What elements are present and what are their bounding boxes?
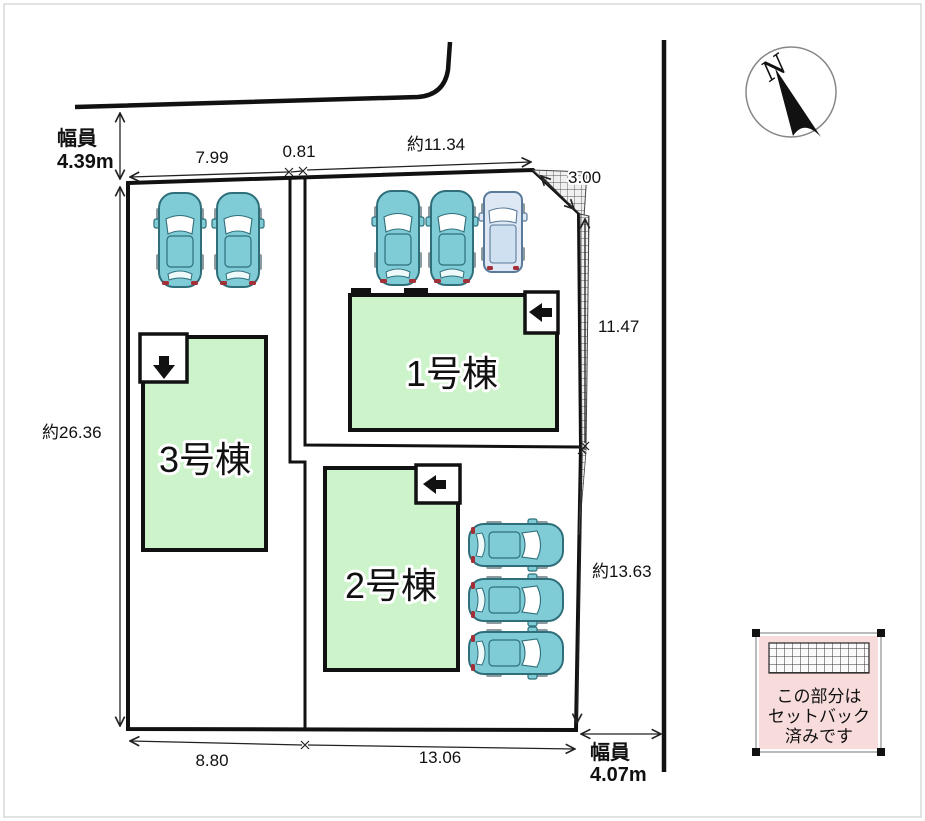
car-icon <box>468 626 564 680</box>
legend-handle <box>877 748 885 756</box>
road-edge-top <box>74 41 453 110</box>
car-icon <box>371 190 425 286</box>
dim-bottom2-value: 13.06 <box>419 748 462 767</box>
road-lines <box>74 40 667 772</box>
dim-top-799: 7.99 <box>130 146 294 177</box>
dim-left-2636: 約26.36 <box>42 187 120 726</box>
parcel-boundary-left <box>288 179 307 730</box>
dim-corner-300: 3.00 <box>541 166 603 209</box>
car-icon <box>468 573 564 627</box>
legend-hatch-swatch <box>768 642 870 674</box>
road-width-right-label: 幅員 <box>590 741 630 764</box>
car-icon <box>425 190 479 286</box>
dim-right2-value: 約13.63 <box>592 562 652 581</box>
legend-text-line1: この部分は <box>777 687 862 706</box>
dim-bottom-1306: 13.06 <box>307 745 575 767</box>
north-compass: N <box>745 46 837 138</box>
dimensions: 幅員 4.39m 7.99 0.81 約11.34 3.00 11.47 <box>42 113 661 786</box>
dim-top-1134: 約11.34 <box>306 133 531 171</box>
dim-road-width-right: 幅員 4.07m <box>581 734 661 786</box>
page-border <box>3 3 922 818</box>
legend-text-line3: 済みです <box>785 727 853 746</box>
legend-handle <box>877 629 885 637</box>
van-icon <box>478 191 528 273</box>
legend-frame <box>755 632 882 753</box>
dim-top1-value: 7.99 <box>195 148 228 167</box>
car-icon <box>468 518 564 572</box>
road-width-right-value: 4.07m <box>590 764 647 786</box>
dim-right-1363: 約13.63 <box>577 445 652 723</box>
parcel-boundaries <box>288 178 581 730</box>
road-width-top-label: 幅員 <box>57 127 97 150</box>
dim-bottom-880: 8.80 <box>130 741 310 770</box>
car-icon <box>211 192 265 288</box>
building-1-porch-tab <box>351 288 371 296</box>
building-1-label: 1号棟 <box>406 353 498 394</box>
road-width-top-value: 4.39m <box>57 151 114 173</box>
dim-bottom1-value: 8.80 <box>195 751 228 770</box>
building-1-porch-tab2 <box>404 288 428 296</box>
setback-legend: この部分は セットバック 済みです <box>752 629 885 756</box>
entrance-arrow-icon <box>423 475 446 494</box>
legend-handle <box>752 629 760 637</box>
dim-top2-value: 0.81 <box>282 142 315 161</box>
legend-handle <box>752 748 760 756</box>
entrance-arrow-icon <box>529 303 552 322</box>
dim-top3-value: 約11.34 <box>407 135 465 154</box>
entrance-arrow-icon <box>153 356 175 379</box>
building-3-label: 3号棟 <box>159 439 251 480</box>
dim-corner-value: 3.00 <box>568 168 601 187</box>
building-3: 3号棟 <box>138 332 268 552</box>
building-1: 1号棟 <box>348 288 560 432</box>
building-1-entrance-notch <box>523 290 560 335</box>
building-1-footprint <box>348 293 559 432</box>
dim-top-081: 0.81 <box>280 140 318 176</box>
north-arrow-icon <box>775 68 821 137</box>
dim-right-1147: 11.47 <box>581 219 639 451</box>
building-2-label: 2号棟 <box>345 565 437 606</box>
parcel-boundary-upper <box>303 178 581 449</box>
building-2: 2号棟 <box>323 463 462 672</box>
legend-text-line2: セットバック <box>768 707 870 726</box>
dim-left-value: 約26.36 <box>42 423 102 442</box>
car-icon <box>153 192 207 288</box>
dim-right1-value: 11.47 <box>598 317 639 336</box>
dim-road-width-top: 幅員 4.39m <box>57 113 120 179</box>
